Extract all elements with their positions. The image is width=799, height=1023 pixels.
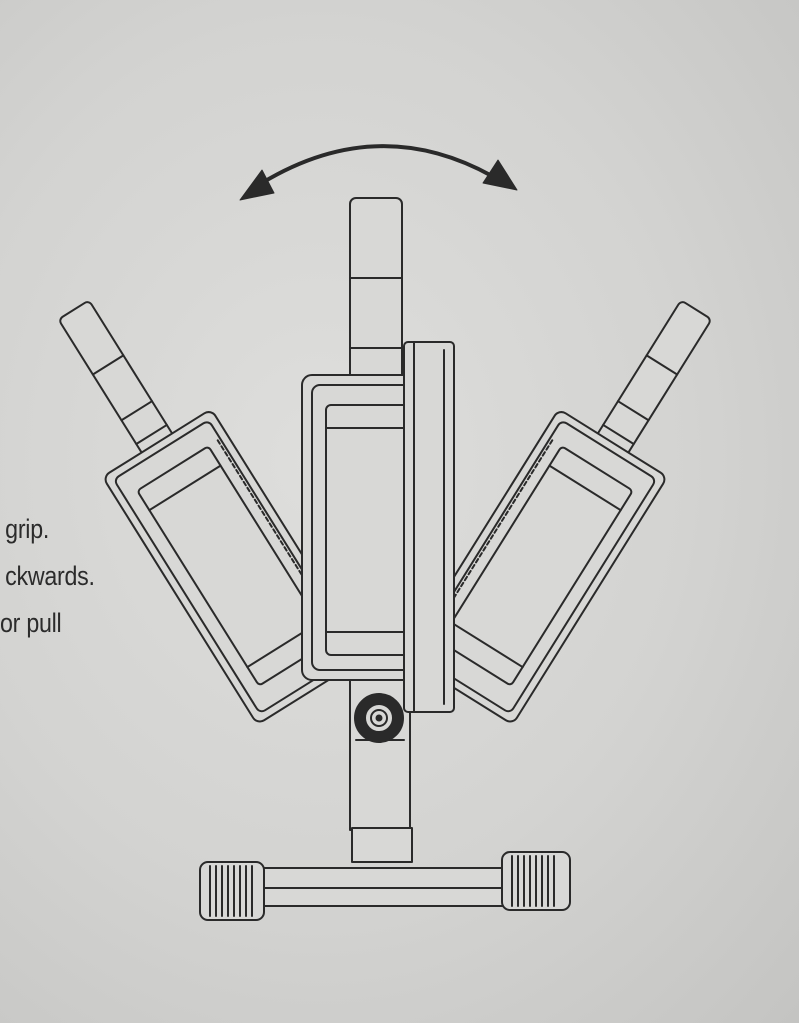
lamp-head-center (301, 197, 455, 713)
stand-base (199, 851, 571, 921)
instruction-line-3: or pull (0, 608, 62, 638)
instruction-line-1: grip. (5, 514, 50, 544)
instruction-text: grip. ckwards. or pull (0, 506, 95, 647)
lamp-head-left (59, 301, 364, 723)
pivot-knob-icon (354, 693, 404, 743)
base-cap-right (501, 851, 571, 911)
base-cap-left (199, 861, 265, 921)
instruction-line-2: ckwards. (5, 561, 95, 591)
lamp-head-right (406, 301, 711, 723)
rotation-arrow-icon (239, 144, 518, 201)
